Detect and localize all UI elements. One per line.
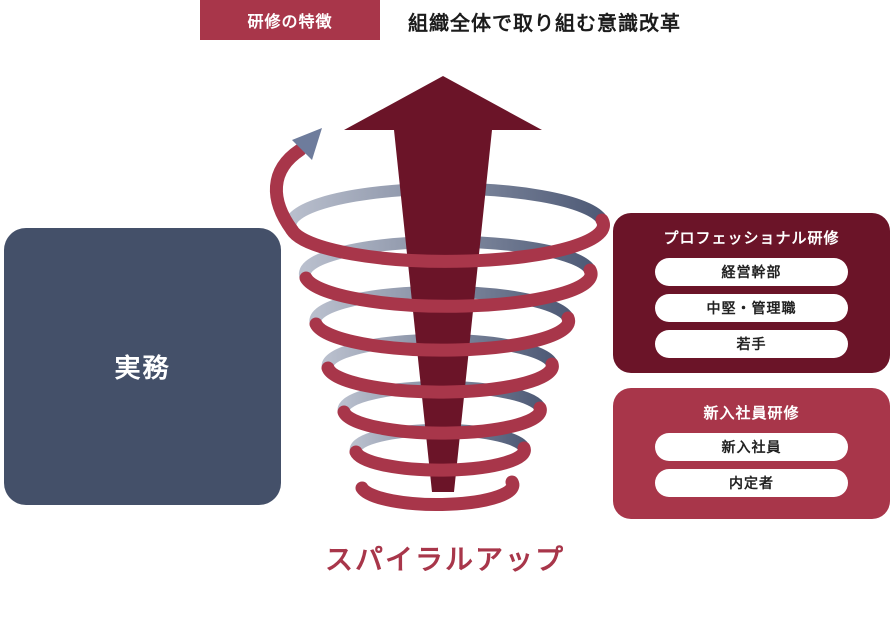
spiral-front-3: [309, 311, 576, 357]
spiral-front-1: [285, 213, 610, 268]
program-title: プロフェッショナル研修: [663, 229, 840, 247]
page-headline: 組織全体で取り組む意識改革: [408, 11, 681, 35]
program-item: 経営幹部: [655, 258, 848, 286]
program-item: 内定者: [655, 469, 848, 497]
practice-box: 実務: [4, 228, 281, 505]
program-item: 若手: [655, 330, 848, 358]
program-professional: プロフェッショナル研修 経営幹部 中堅・管理職 若手: [613, 213, 890, 373]
program-new-employee: 新入社員研修 新入社員 内定者: [613, 388, 890, 519]
program-title: 新入社員研修: [703, 404, 800, 422]
spiral-front-5: [337, 401, 547, 440]
feature-badge: 研修の特徴: [200, 0, 380, 40]
spiral-front-4: [321, 357, 559, 399]
spiral-front-6: [349, 441, 531, 477]
spiral-rising-tail: [269, 143, 307, 237]
spiral-front-bands: [269, 143, 610, 512]
practice-label: 実務: [114, 354, 171, 384]
spiral-arrowhead: [292, 128, 322, 160]
spiral-up-caption: スパイラルアップ: [324, 543, 565, 576]
program-item: 中堅・管理職: [655, 294, 848, 322]
spiral-front-tail: [355, 475, 520, 512]
up-arrow: [344, 76, 542, 492]
program-item: 新入社員: [655, 433, 848, 461]
spiral-front-2: [299, 263, 598, 313]
